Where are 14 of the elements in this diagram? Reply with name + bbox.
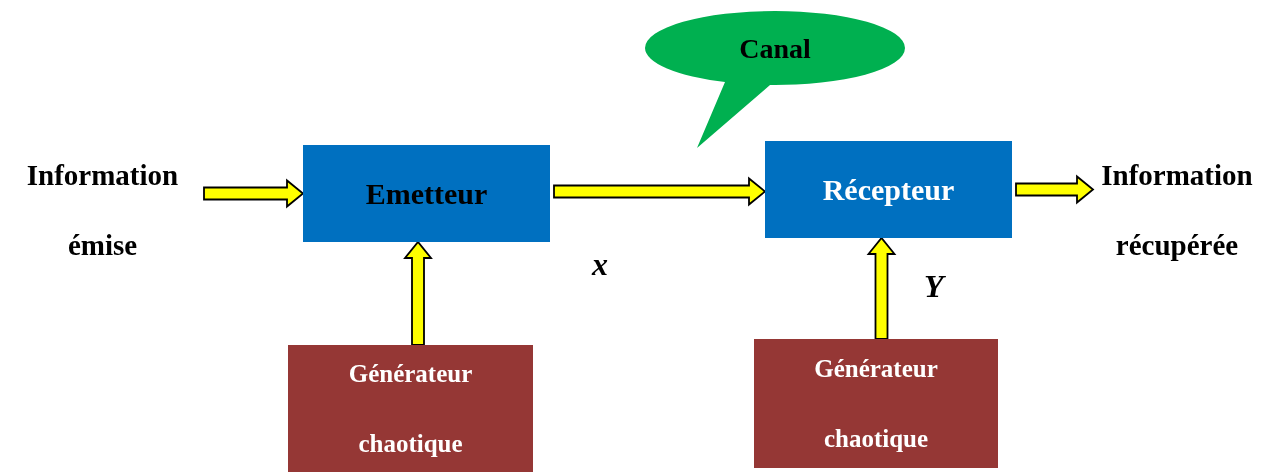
block-arrow	[1015, 174, 1095, 205]
signal-label: x	[592, 245, 608, 284]
generator-box: Générateur chaotique	[288, 345, 533, 472]
process-box: Emetteur	[303, 145, 550, 242]
generator-box: Générateur chaotique	[754, 339, 998, 468]
node-label: Canal	[739, 32, 811, 66]
signal-label: Y	[924, 267, 944, 306]
block-arrow	[553, 176, 767, 207]
block-arrow	[403, 240, 433, 346]
block-arrow	[866, 236, 897, 340]
node-label: Information récupérée	[1100, 158, 1254, 263]
block-arrow	[203, 178, 305, 209]
node-label: Information émise	[25, 158, 180, 263]
process-box: Récepteur	[765, 141, 1012, 238]
